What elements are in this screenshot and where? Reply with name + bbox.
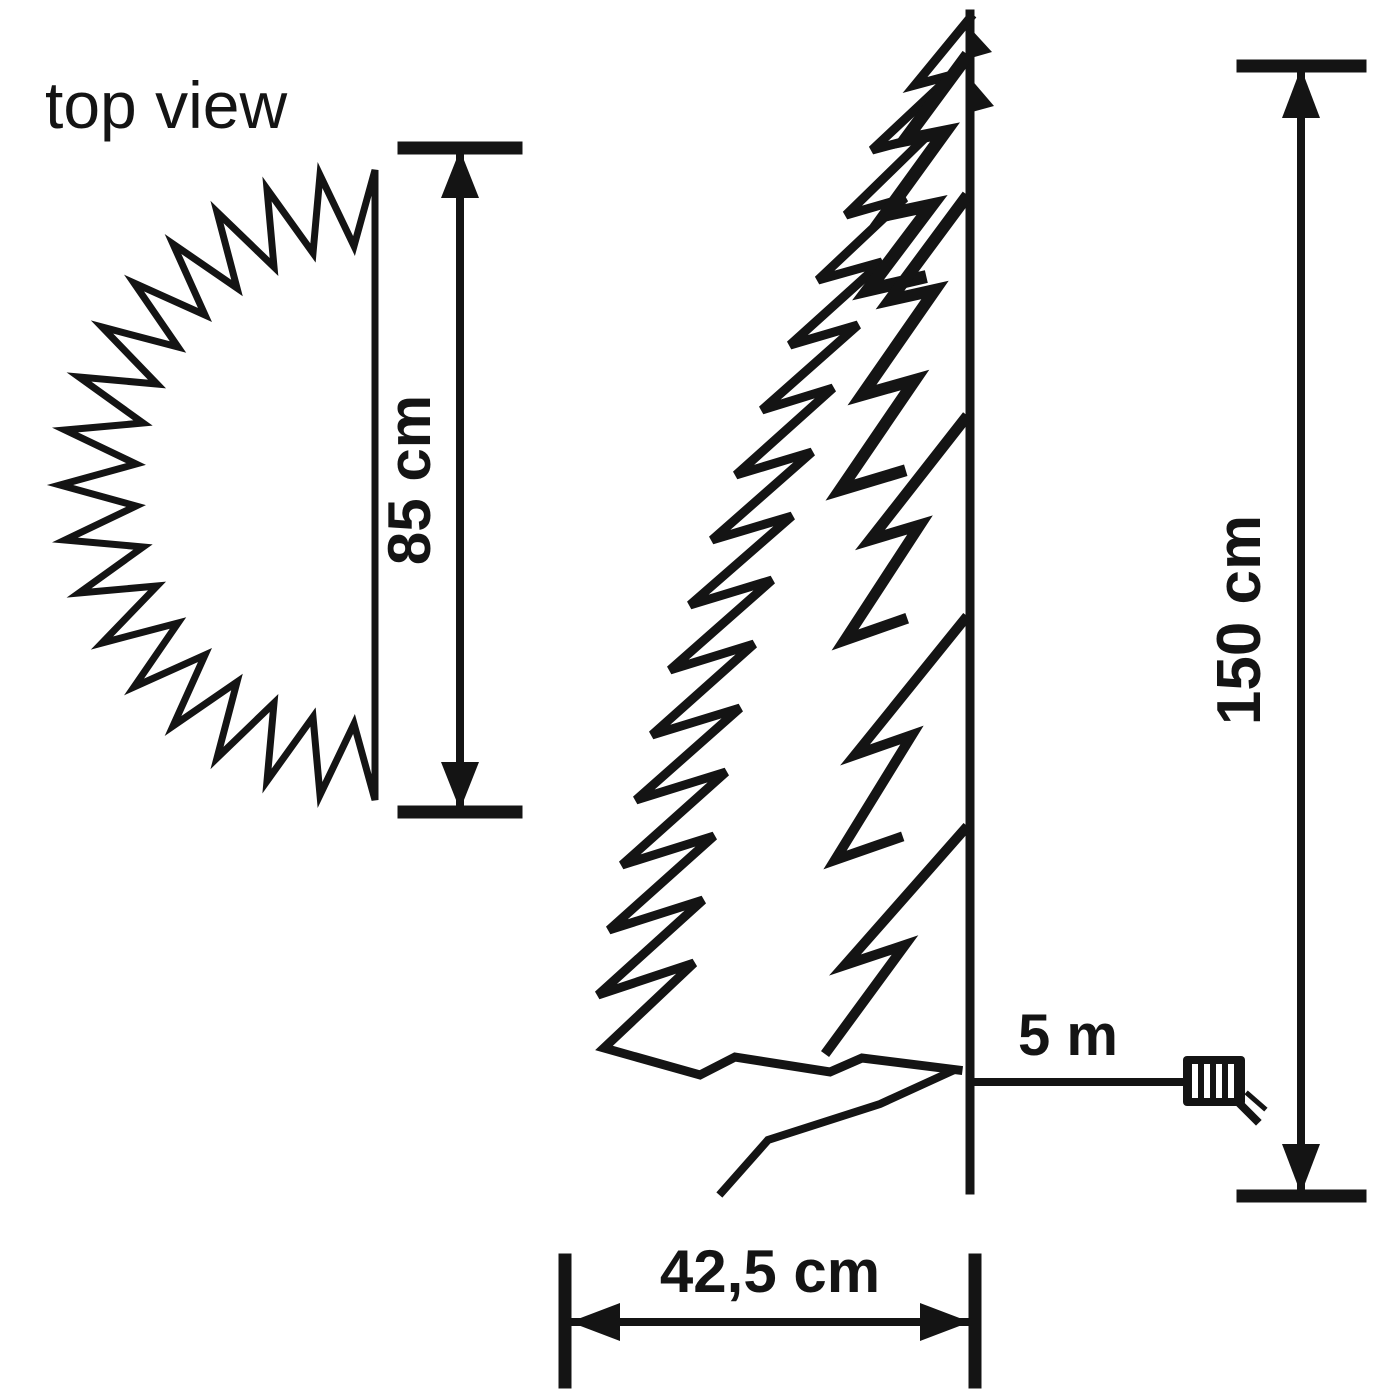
tree-branch-layer-5	[821, 822, 972, 1057]
top-view-label: top view	[45, 68, 287, 142]
dimension-85cm: 85 cm	[376, 141, 523, 819]
tree-branch-layer-2	[825, 191, 973, 501]
dim-150-arrow-down	[1282, 1144, 1320, 1194]
tree-branch-layer-4	[823, 612, 972, 870]
dim-85-arrow-up	[441, 150, 479, 198]
dim-150-label: 150 cm	[1205, 515, 1274, 725]
dim-425-label: 42,5 cm	[660, 1238, 880, 1305]
tree-branch-layer-1	[852, 50, 974, 301]
plug-stripe-2	[1204, 1064, 1210, 1098]
tree-stand-leg	[716, 1066, 956, 1198]
dimension-150cm: 150 cm	[1205, 59, 1367, 1203]
tree-top-spike-right-2	[970, 78, 994, 112]
dim-425-arrow-right	[920, 1303, 970, 1341]
plug-pin-2	[1244, 1090, 1268, 1112]
top-view-section: top view	[45, 68, 379, 809]
dimension-42-5cm: 42,5 cm	[558, 1238, 982, 1389]
dim-85-arrow-down	[441, 762, 479, 810]
power-plug-icon	[1183, 1056, 1268, 1126]
dim-85-label: 85 cm	[376, 395, 443, 565]
plug-pin-1	[1232, 1096, 1262, 1126]
tree-branch-layer-3	[831, 412, 972, 651]
plug-stripe-1	[1192, 1064, 1198, 1098]
side-view-tree: 5 m	[594, 9, 1268, 1198]
plug-stripe-3	[1216, 1064, 1222, 1098]
tree-top-spike-right-1	[970, 28, 992, 58]
top-view-outline	[46, 161, 379, 809]
cable-length-label: 5 m	[1018, 1003, 1118, 1068]
plug-stripe-4	[1228, 1064, 1234, 1098]
dim-150-arrow-up	[1282, 68, 1320, 118]
dim-425-arrow-left	[570, 1303, 620, 1341]
